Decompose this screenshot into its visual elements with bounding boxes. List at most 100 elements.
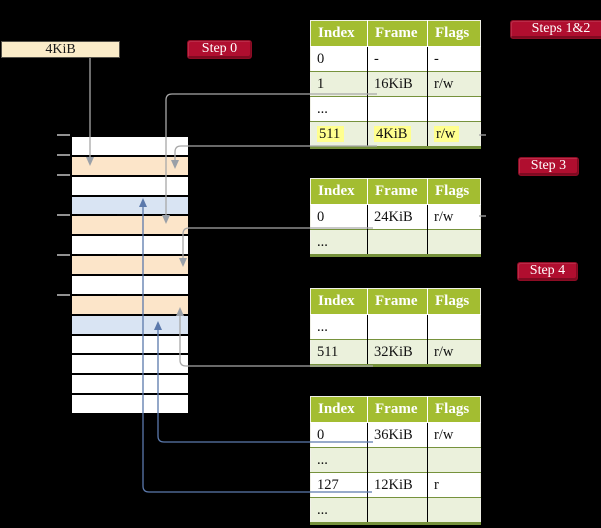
cell-index: 1 (310, 71, 368, 97)
label-steps-1-2: Steps 1&2 (510, 20, 601, 39)
cell-flags (427, 447, 481, 473)
cell-flags (427, 96, 481, 122)
memory-tick (57, 134, 70, 136)
col-header-frame: Frame (367, 288, 428, 315)
cell-flags: r/w (434, 426, 454, 443)
label-step-4: Step 4 (517, 262, 578, 281)
cell-frame: - (367, 46, 428, 72)
col-header-frame: Frame (367, 396, 428, 423)
col-header-flags: Flags (427, 396, 481, 423)
memory-frame-row-5 (72, 236, 188, 257)
memory-tick (57, 154, 70, 156)
cell-frame (367, 96, 428, 122)
memory-tick (57, 294, 70, 296)
memory-tick (57, 254, 70, 256)
cell-frame: 24KiB (367, 204, 428, 230)
cell-index: ... (310, 96, 368, 122)
col-header-flags: Flags (427, 20, 481, 47)
memory-frame-row-13 (72, 395, 188, 414)
col-header-flags: Flags (427, 178, 481, 205)
cell-frame: 16KiB (367, 71, 428, 97)
memory-frame-row-3 (72, 196, 188, 217)
table-row: 0-- (310, 46, 481, 72)
table-row: ... (310, 497, 481, 525)
cell-flags: r/w (427, 71, 481, 97)
col-header-index: Index (310, 396, 368, 423)
cell-frame (367, 229, 428, 257)
cell-flags (428, 315, 481, 340)
highlighted-value: 4KiB (374, 125, 412, 142)
label-step-3: Step 3 (518, 157, 579, 176)
table-row: 511 4KiB r/w (310, 121, 481, 149)
memory-frame-row-8 (72, 295, 188, 316)
highlighted-value: 511 (317, 125, 345, 142)
cell-index: ... (310, 229, 368, 257)
memory-frame-row-11 (72, 355, 188, 376)
col-header-index: Index (310, 20, 368, 47)
cell-flags (427, 229, 481, 257)
cell-flags: r/w (427, 121, 481, 149)
memory-frame-row-1 (72, 156, 188, 177)
cell-index: 0 (310, 204, 368, 230)
memory-tick (57, 214, 70, 216)
cell-index: ... (310, 497, 368, 525)
memory-frame-row-2 (72, 176, 188, 197)
cell-frame (367, 497, 428, 525)
col-header-frame: Frame (367, 178, 428, 205)
cell-index: 511 (310, 121, 368, 149)
memory-frame-row-4 (72, 216, 188, 237)
cell-frame: 12KiB (367, 472, 428, 498)
cell-frame: 4KiB (367, 121, 428, 149)
cell-index: ... (310, 314, 368, 340)
table-row: ... (310, 229, 481, 257)
physical-memory-column (70, 135, 190, 415)
cell-index: ... (310, 447, 368, 473)
memory-frame-row-6 (72, 256, 188, 277)
free-frame-label: 4KiB (45, 42, 76, 57)
cell-frame: 36KiB (367, 422, 428, 448)
memory-frame-row-7 (72, 276, 188, 296)
col-header-index: Index (310, 178, 368, 205)
memory-tick (57, 174, 70, 176)
col-header-flags: Flags (427, 288, 481, 315)
cell-index: 127 (310, 472, 368, 498)
table-row: ... (310, 314, 481, 340)
highlighted-value: r/w (434, 125, 460, 142)
cell-flags: r (427, 472, 481, 498)
cell-flags: r/w (434, 208, 454, 225)
cell-flags: - (434, 50, 439, 67)
label-step-0: Step 0 (187, 40, 252, 59)
cell-frame: 32KiB (367, 339, 428, 367)
memory-frame-row-10 (72, 335, 188, 356)
memory-frame-row-0 (72, 137, 188, 157)
cell-index: 0 (310, 46, 368, 72)
cell-index: 0 (310, 422, 368, 448)
cell-frame (367, 314, 428, 340)
cell-frame (367, 447, 428, 473)
col-header-frame: Frame (367, 20, 428, 47)
memory-frame-row-9 (72, 315, 188, 336)
cell-flags (427, 497, 481, 525)
table-row: ... (310, 96, 481, 122)
cell-flags: r/w (427, 339, 481, 367)
memory-frame-row-12 (72, 375, 188, 396)
col-header-index: Index (310, 288, 368, 315)
free-frame-box: 4KiB (1, 41, 120, 58)
